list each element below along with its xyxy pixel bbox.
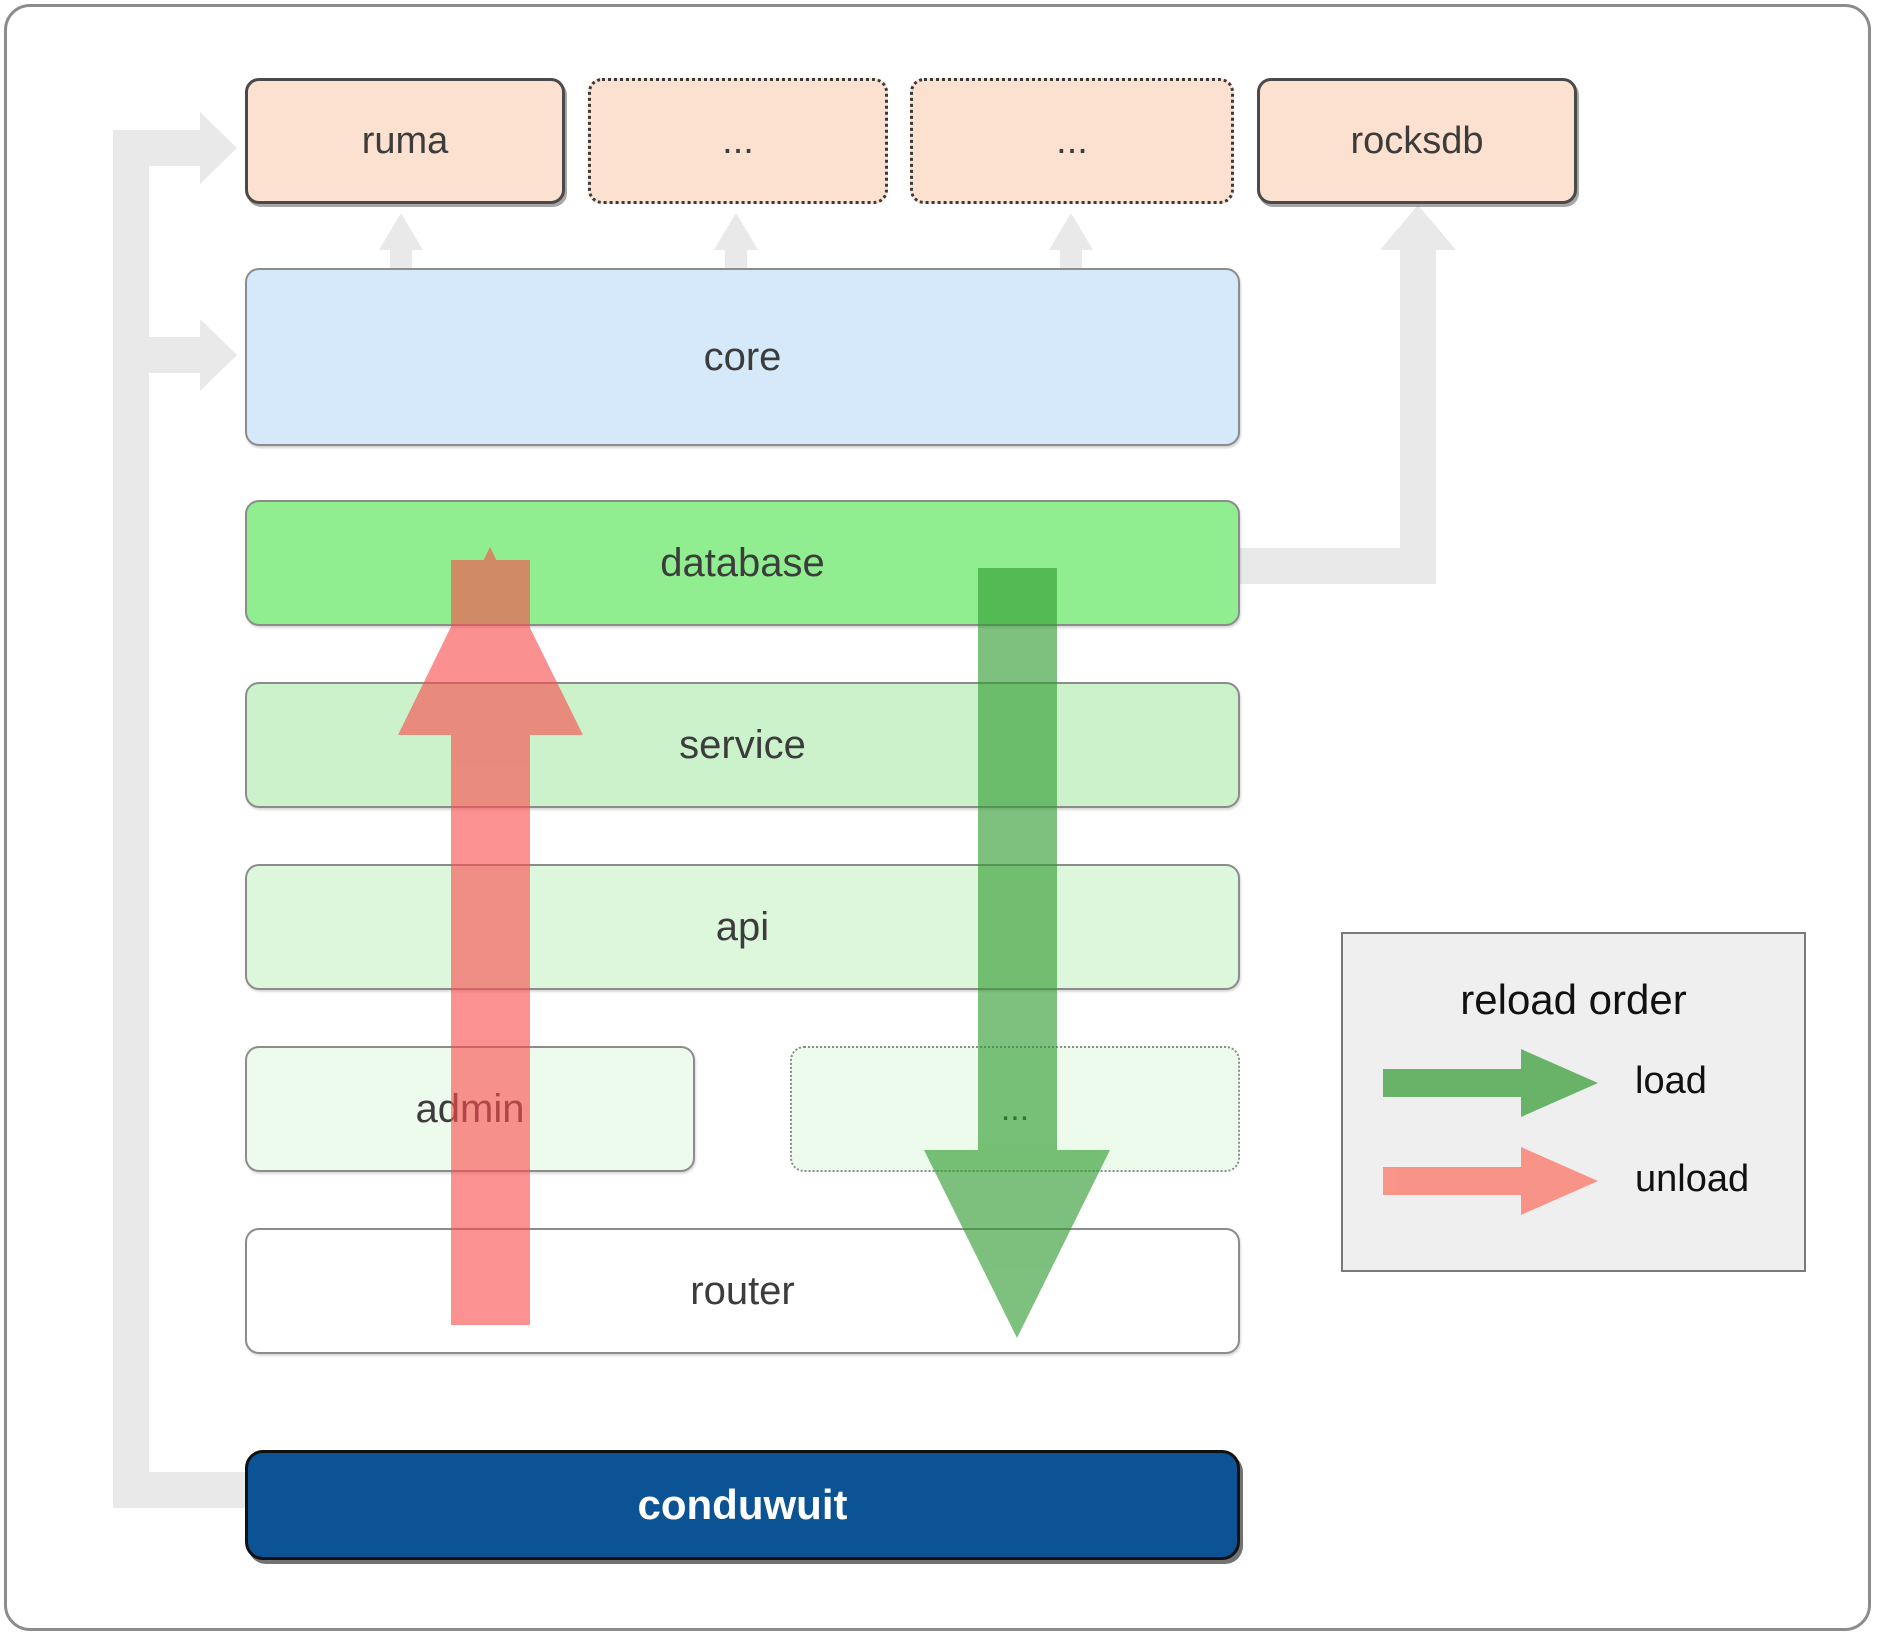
legend-panel: reload order load unload — [1341, 932, 1806, 1272]
layer-box-core[interactable]: core — [245, 268, 1240, 446]
layer-box-more[interactable]: ... — [790, 1046, 1240, 1172]
legend-arrows — [1383, 1049, 1598, 1215]
legend-title: reload order — [1460, 976, 1687, 1023]
binary-box-conduwuit[interactable]: conduwuit — [245, 1450, 1240, 1560]
layer-box-api[interactable]: api — [245, 864, 1240, 990]
legend-unload-arrow — [1383, 1147, 1598, 1215]
layer-label: admin — [415, 1086, 525, 1131]
crate-box-ruma[interactable]: ruma — [245, 78, 565, 204]
legend-load-arrow — [1383, 1049, 1598, 1117]
crate-box-rocksdb[interactable]: rocksdb — [1257, 78, 1577, 204]
legend-label-unload: unload — [1635, 1158, 1750, 1200]
diagram-frame — [4, 4, 1871, 1631]
crate-box-more-2[interactable]: ... — [910, 78, 1234, 204]
layer-label: ... — [1000, 1089, 1030, 1128]
crate-label: ruma — [361, 119, 449, 162]
layer-label: core — [703, 334, 782, 379]
crate-label: rocksdb — [1350, 119, 1484, 162]
crate-label: ... — [722, 119, 754, 162]
layer-box-admin[interactable]: admin — [245, 1046, 695, 1172]
legend-label-load: load — [1635, 1060, 1707, 1102]
layer-label: api — [715, 904, 770, 949]
layer-label: router — [690, 1268, 795, 1313]
layer-box-database[interactable]: database — [245, 500, 1240, 626]
layer-label: service — [679, 722, 806, 767]
binary-label: conduwuit — [637, 1481, 848, 1528]
layer-label: database — [660, 540, 825, 585]
layer-box-service[interactable]: service — [245, 682, 1240, 808]
crate-label: ... — [1056, 119, 1088, 162]
crate-box-more-1[interactable]: ... — [588, 78, 888, 204]
layer-box-router[interactable]: router — [245, 1228, 1240, 1354]
